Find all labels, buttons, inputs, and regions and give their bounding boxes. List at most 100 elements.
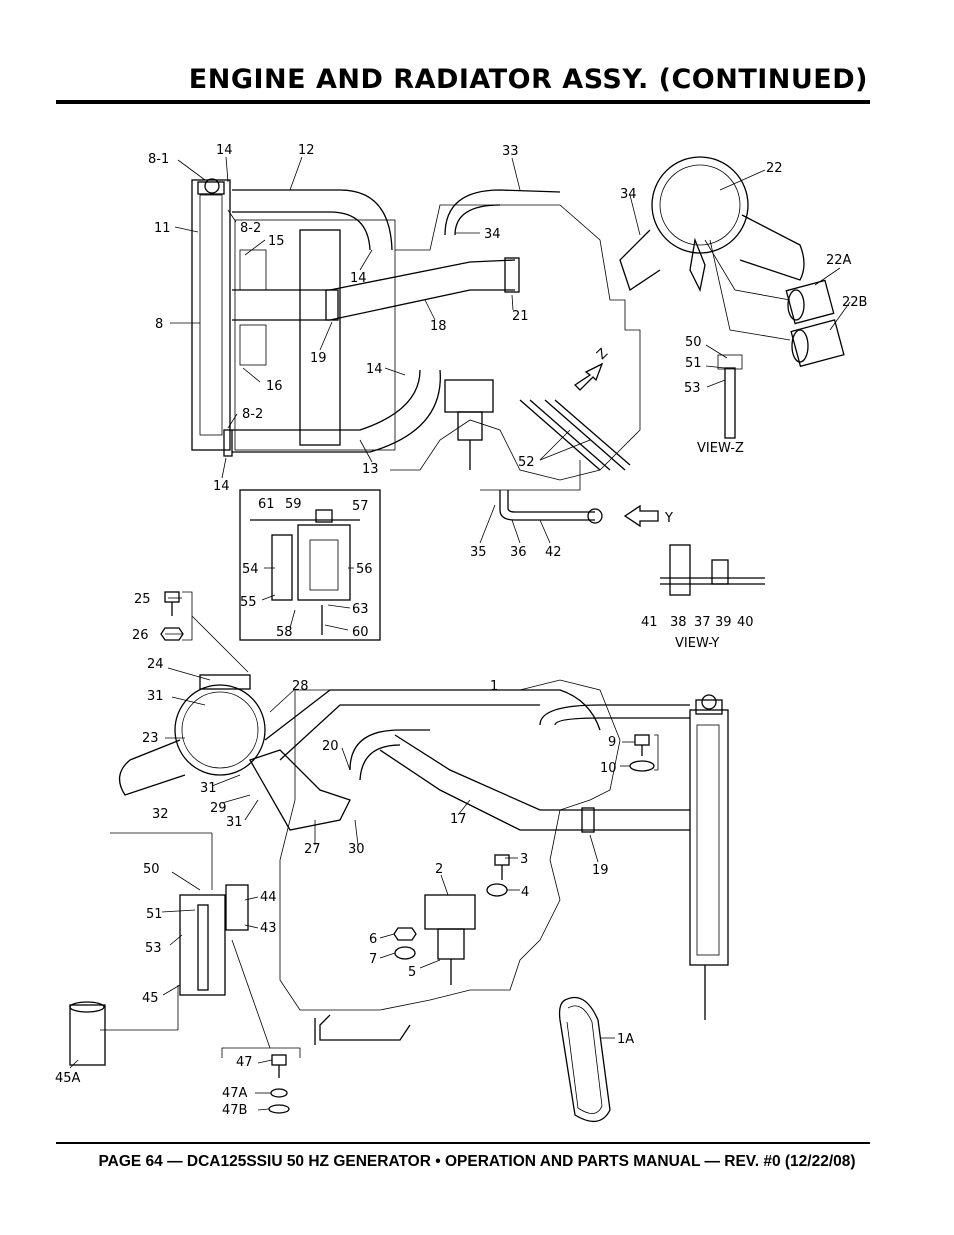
callout-38: 38: [670, 615, 687, 630]
fuel-filter-box: [239, 489, 381, 641]
callout-29: 29: [210, 801, 227, 816]
callout-42: 42: [545, 545, 562, 560]
callout-3: 3: [520, 852, 528, 867]
arrow-z: [573, 362, 604, 391]
callout-60: 60: [352, 625, 369, 640]
callout-45: 45: [142, 991, 159, 1006]
filter-element-22b: [790, 319, 845, 368]
callout-39: 39: [715, 615, 732, 630]
fuel-prefilter: [100, 832, 271, 1049]
callout-4: 4: [521, 885, 529, 900]
callout-19: 19: [592, 863, 609, 878]
callout-14: 14: [213, 479, 230, 494]
callout-63: 63: [352, 602, 369, 617]
upper-radiator: [191, 178, 233, 457]
callout-21: 21: [512, 309, 529, 324]
callout-17: 17: [450, 812, 467, 827]
engine-mount-upper: [444, 379, 494, 470]
callout-44: 44: [260, 890, 277, 905]
callout-7: 7: [369, 952, 377, 967]
callout-50: 50: [685, 335, 702, 350]
callout-8: 8: [155, 317, 163, 332]
drain-pipe-42: [480, 460, 603, 524]
callout-53: 53: [145, 941, 162, 956]
callout-12: 12: [298, 143, 315, 158]
callout-45a: 45A: [55, 1071, 81, 1086]
callout-40: 40: [737, 615, 754, 630]
callout-19: 19: [310, 351, 327, 366]
callout-53: 53: [684, 381, 701, 396]
callout-2: 2: [435, 862, 443, 877]
callout-31: 31: [226, 815, 243, 830]
callout-1a: 1A: [617, 1032, 634, 1047]
fuel-pipes-52: [519, 399, 631, 471]
callout-y: Y: [664, 511, 673, 526]
callout-18: 18: [430, 319, 447, 334]
callout-5: 5: [408, 965, 416, 980]
callout-51: 51: [146, 907, 163, 922]
callout-z: Z: [594, 346, 611, 363]
callout-22b: 22B: [842, 295, 867, 310]
footer-rule: [56, 1142, 870, 1144]
callout-8-2: 8-2: [240, 221, 261, 236]
view-z-detail: [717, 354, 743, 439]
callout-35: 35: [470, 545, 487, 560]
lower-radiator: [689, 694, 729, 1020]
callout-56: 56: [356, 562, 373, 577]
callout-34: 34: [484, 227, 501, 242]
upper-fan-shroud: [234, 219, 396, 451]
callout-47b: 47B: [222, 1103, 247, 1118]
callout-6: 6: [369, 932, 377, 947]
callout-8-2: 8-2: [242, 407, 263, 422]
drain-plug-9-10: [629, 734, 659, 772]
arrow-y: [623, 504, 659, 528]
callout-8-1: 8-1: [148, 152, 169, 167]
callout-24: 24: [147, 657, 164, 672]
callout-10: 10: [600, 761, 617, 776]
callout-36: 36: [510, 545, 527, 560]
callout-16: 16: [266, 379, 283, 394]
callout-43: 43: [260, 921, 277, 936]
page-title: ENGINE AND RADIATOR ASSY. (CONTINUED): [188, 64, 868, 95]
callout-25: 25: [134, 592, 151, 607]
air-cleaner-lower: [118, 674, 351, 831]
engine-outline-upper: [390, 204, 641, 481]
callout-28: 28: [292, 679, 309, 694]
callout-27: 27: [304, 842, 321, 857]
callout-52: 52: [518, 455, 535, 470]
callout-30: 30: [348, 842, 365, 857]
callout-41: 41: [641, 615, 658, 630]
callout-31: 31: [200, 781, 217, 796]
lower-intake-hoses: [264, 689, 690, 833]
callout-54: 54: [242, 562, 259, 577]
callout-51: 51: [685, 356, 702, 371]
page-footer: PAGE 64 — DCA125SSIU 50 HZ GENERATOR • O…: [98, 1153, 856, 1170]
callout-13: 13: [362, 462, 379, 477]
callout-view-y: VIEW-Y: [675, 636, 719, 651]
callout-view-z: VIEW-Z: [697, 441, 744, 456]
callout-9: 9: [608, 735, 616, 750]
bolt-25-nut-26: [160, 591, 249, 673]
callout-labels: 8-1 14 12 33 22 34 8-2 11 15 34 22A 14 2…: [55, 143, 867, 1118]
filter-element-45a: [69, 1001, 106, 1066]
view-y-detail: [660, 544, 765, 596]
callout-23: 23: [142, 731, 159, 746]
callout-58: 58: [276, 625, 293, 640]
callout-47: 47: [236, 1055, 253, 1070]
engine-outline-lower: [279, 679, 690, 1011]
callout-57: 57: [352, 499, 369, 514]
air-cleaner-upper: [619, 156, 805, 292]
callout-26: 26: [132, 628, 149, 643]
callout-59: 59: [285, 497, 302, 512]
callout-61: 61: [258, 497, 275, 512]
callout-31: 31: [147, 689, 164, 704]
callout-55: 55: [240, 595, 257, 610]
filter-element-22a: [785, 279, 835, 325]
callout-37: 37: [694, 615, 711, 630]
callout-32: 32: [152, 807, 169, 822]
callout-33: 33: [502, 144, 519, 159]
callout-15: 15: [268, 234, 285, 249]
callout-50: 50: [143, 862, 160, 877]
callout-20: 20: [322, 739, 339, 754]
callout-22a: 22A: [826, 253, 852, 268]
